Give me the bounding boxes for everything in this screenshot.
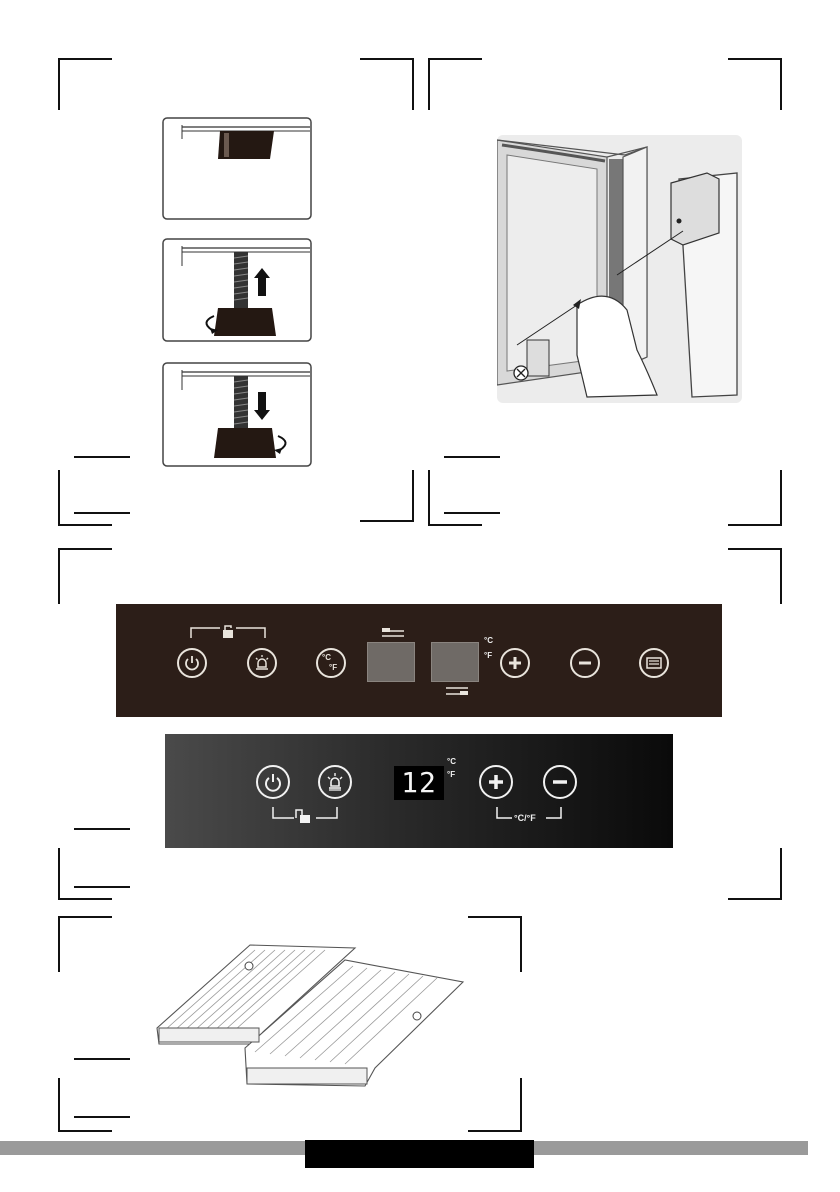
temperature-unit-button[interactable]: °C °F <box>316 648 346 678</box>
zone-switch-icon <box>645 655 663 671</box>
plus-button[interactable] <box>500 648 530 678</box>
lock-icon <box>296 810 310 823</box>
unit-toggle-label: °C/°F <box>514 813 536 823</box>
minus-button[interactable] <box>570 648 600 678</box>
minus-button-2[interactable] <box>543 765 577 799</box>
lower-zone-icon <box>444 686 470 698</box>
lower-zone-display <box>431 642 479 682</box>
minus-icon <box>577 655 593 671</box>
fahrenheit-unit-label: °F <box>484 651 492 660</box>
plus-icon <box>487 773 505 791</box>
foot-illustration-3 <box>162 362 312 467</box>
temperature-display: 12 <box>394 766 444 800</box>
upper-zone-display <box>367 642 415 682</box>
celsius-unit-label-2: °C <box>447 757 456 766</box>
celsius-unit-label: °C <box>484 636 493 645</box>
power-button[interactable] <box>177 648 207 678</box>
plus-icon <box>507 655 523 671</box>
plus-button-2[interactable] <box>479 765 513 799</box>
lock-bracket <box>190 624 266 640</box>
temperature-unit-icon: °C °F <box>320 652 342 674</box>
footer-page-tab <box>305 1140 534 1168</box>
power-icon <box>263 772 283 792</box>
fahrenheit-unit-label-2: °F <box>447 770 455 779</box>
celsius-icon-label: °C <box>322 653 331 662</box>
light-icon <box>252 653 272 673</box>
minus-icon <box>551 773 569 791</box>
foot-illustration-2 <box>162 238 312 342</box>
power-button-2[interactable] <box>256 765 290 799</box>
light-button[interactable] <box>247 648 277 678</box>
lock-icon <box>223 626 233 638</box>
light-icon <box>324 771 346 793</box>
screw-icon <box>514 366 528 380</box>
foot-illustration-1 <box>162 117 312 220</box>
wine-shelves-illustration <box>155 940 467 1090</box>
lock-bracket-2 <box>272 806 338 824</box>
fahrenheit-icon-label: °F <box>329 663 337 672</box>
light-button-2[interactable] <box>318 765 352 799</box>
zone-switch-button[interactable] <box>639 648 669 678</box>
door-gasket-illustration <box>497 135 742 403</box>
adjustable-foot-icon <box>218 131 274 159</box>
upper-zone-icon <box>380 626 406 638</box>
power-icon <box>183 654 201 672</box>
